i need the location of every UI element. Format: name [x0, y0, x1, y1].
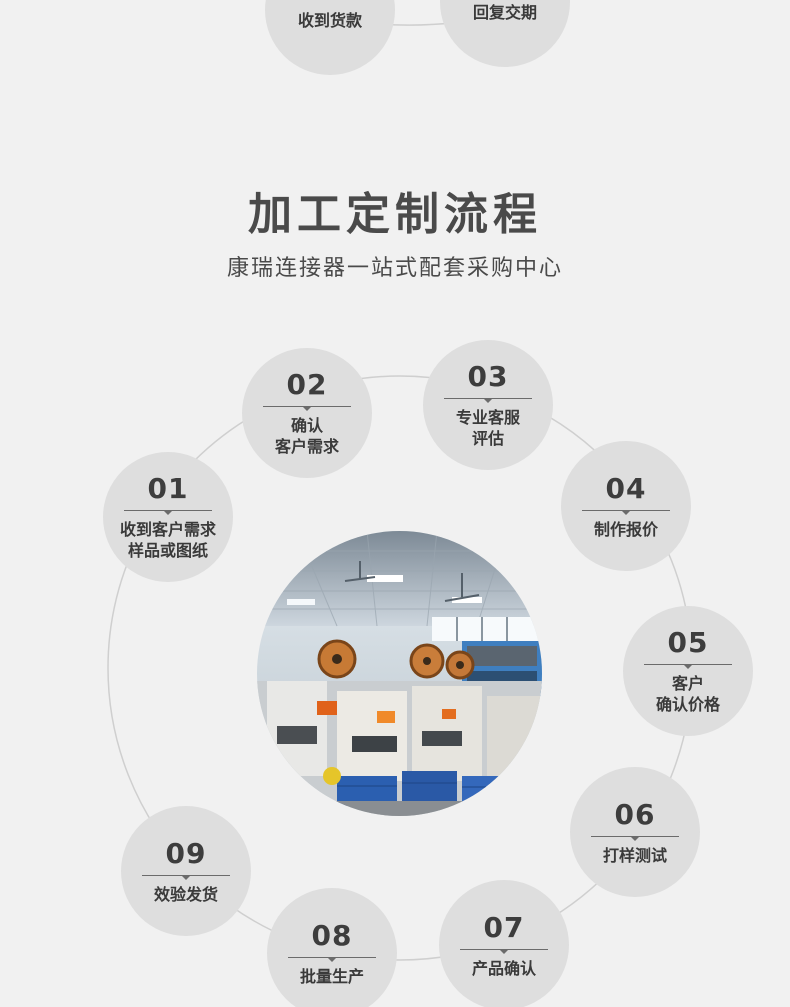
step-number: 02 — [286, 368, 328, 401]
step-divider — [460, 948, 548, 954]
step-07: 07 产品确认 — [439, 880, 569, 1007]
step-label-line1: 收到客户需求 — [119, 520, 216, 539]
step-number: 09 — [165, 836, 207, 870]
step-01: 01 收到客户需求 样品或图纸 — [103, 452, 233, 582]
step-divider — [263, 406, 351, 411]
step-label-line2: 评估 — [471, 429, 504, 448]
step-divider — [644, 664, 732, 669]
step-number: 03 — [467, 360, 509, 393]
step-number: 08 — [311, 918, 353, 952]
step-label: 回复交期 — [472, 2, 537, 22]
step-label-line1: 确认 — [290, 416, 323, 435]
step-number: 07 — [483, 910, 525, 944]
factory-photo — [257, 531, 542, 816]
step-03: 03 专业客服 评估 — [423, 340, 553, 470]
step-label-line1: 批量生产 — [299, 966, 364, 986]
step-label-line1: 打样测试 — [602, 845, 667, 865]
step-divider — [444, 398, 532, 403]
step-06: 06 打样测试 — [570, 767, 700, 897]
section-title: 加工定制流程 — [248, 189, 542, 240]
factory-workshop-image — [257, 531, 542, 816]
step-number: 06 — [614, 797, 656, 831]
step-number: 05 — [667, 626, 709, 659]
step-divider — [124, 510, 212, 515]
step-divider — [142, 874, 230, 880]
step-number: 01 — [147, 472, 189, 505]
step-08: 08 批量生产 — [267, 888, 397, 1007]
step-label-line1: 制作报价 — [593, 519, 658, 539]
step-label-line2: 客户需求 — [274, 437, 339, 456]
step-divider — [582, 509, 670, 515]
step-label-line1: 专业客服 — [455, 408, 520, 427]
step-divider — [591, 835, 679, 841]
step-label-line1: 效验发货 — [153, 884, 218, 904]
step-09: 09 效验发货 — [121, 806, 251, 936]
step-divider — [288, 956, 376, 962]
step-label-line1: 客户 — [671, 674, 704, 693]
step-received-payment: 收到货款 — [265, 0, 395, 75]
step-label-line1: 产品确认 — [471, 958, 536, 978]
step-04: 04 制作报价 — [561, 441, 691, 571]
step-05: 05 客户 确认价格 — [623, 606, 753, 736]
step-02: 02 确认 客户需求 — [242, 348, 372, 478]
step-reply-delivery: 回复交期 — [440, 0, 570, 67]
step-label-line2: 样品或图纸 — [127, 541, 208, 560]
section-subtitle: 康瑞连接器一站式配套采购中心 — [226, 256, 563, 281]
step-label-line2: 确认价格 — [655, 695, 720, 714]
step-number: 04 — [605, 471, 647, 505]
step-label: 收到货款 — [297, 10, 362, 30]
